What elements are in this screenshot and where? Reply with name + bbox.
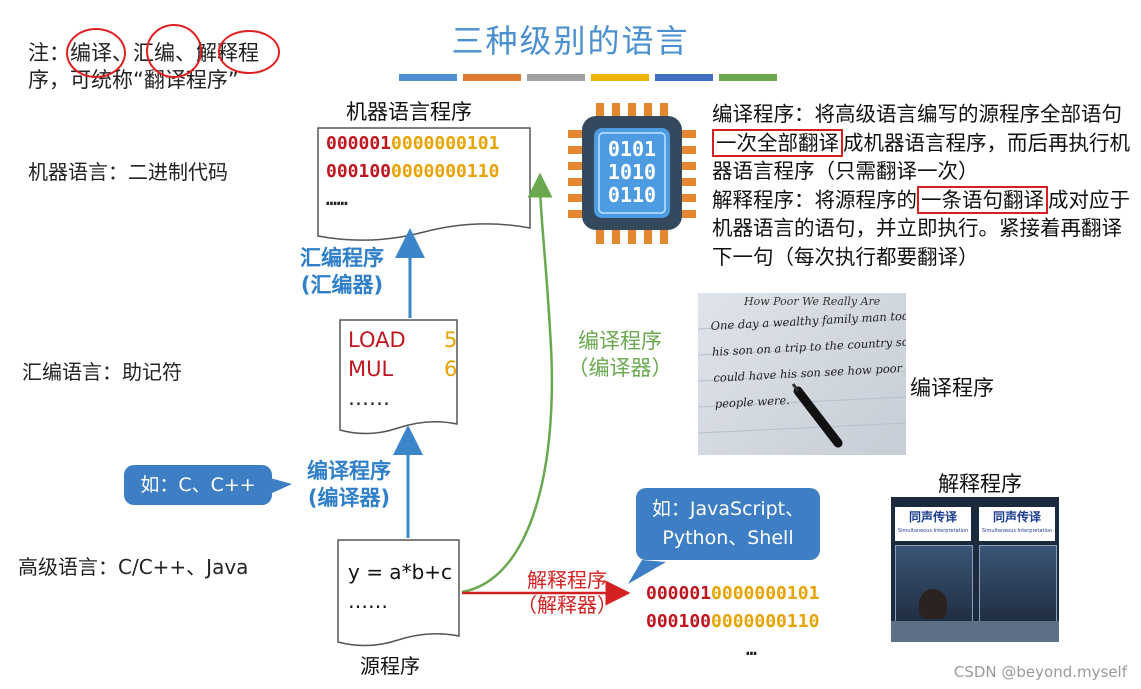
chip-digit-row: 0101 (607, 137, 657, 161)
chip-digit-row: 0110 (607, 183, 657, 207)
compile-desc-b: 成机器语言程序，而后再执行机器语言程序（只需翻译一次） (712, 130, 1130, 184)
handwritten-circle-1 (66, 28, 126, 78)
handwriting-title: How Poor We Really Are (744, 295, 881, 308)
note-line-2: 序，可统称“翻译程序” (28, 68, 239, 92)
interpreted-languages-bubble: 如：JavaScript、 Python、Shell (636, 488, 820, 560)
compiler-mid-label-line: 编译程序 (307, 459, 391, 483)
compiler-mid-label-line: (编译器) (307, 486, 391, 510)
interp-desc-a: 解释程序：将源程序的 (712, 187, 917, 212)
machine-program-content: 0000010000000101 0001000000000110 …… (326, 130, 499, 214)
color-bar-4 (591, 74, 649, 81)
chip-icon (568, 103, 696, 244)
binary-operand: 0000000110 (711, 611, 820, 632)
interpreter-label: 解释程序 （解释器） (514, 568, 620, 618)
page-title: 三种级别的语言 (451, 22, 690, 60)
booth-desk (891, 621, 1059, 642)
chip-digit-row: 1010 (607, 160, 657, 184)
booth-sign-sub: Simultaneous Interpretation (897, 528, 969, 534)
bubble-line: 如：JavaScript、 (651, 498, 805, 520)
compiler-green-label-line: （编译器） (567, 356, 673, 380)
interpreter-booth-photo: 同声传译 Simultaneous Interpretation 同声传译 Si… (891, 497, 1059, 642)
asm-operand: 6 (444, 357, 458, 381)
compile-description: 编译程序：将高级语言编写的源程序全部语句一次全部翻译成机器语言程序，而后再执行机… (712, 100, 1140, 186)
booth-sign-text: 同声传译 (908, 510, 957, 524)
interpreter-label-line: （解释器） (517, 593, 617, 617)
handwriting-lines (698, 318, 906, 448)
binary-opcode: 000001 (326, 133, 392, 154)
compiler-green-label-line: 编译程序 (578, 329, 662, 353)
asm-ellipsis: …… (348, 386, 390, 410)
asm-opcode: LOAD (348, 328, 406, 352)
interpreter-person (919, 589, 947, 619)
color-bar-6 (719, 74, 777, 81)
color-bar-1 (399, 74, 457, 81)
binary-operand: 0000000101 (711, 583, 820, 604)
assembly-language-label: 汇编语言：助记符 (22, 360, 182, 384)
binary-ellipsis: … (746, 639, 757, 660)
binary-opcode: 000001 (646, 583, 712, 604)
binary-opcode: 000100 (646, 611, 712, 632)
assembler-label-line: (汇编器) (300, 273, 384, 297)
source-program-content: y = a*b+c …… (348, 558, 452, 616)
compiler-photo-caption: 编译程序 (910, 376, 994, 400)
binary-operand: 0000000101 (391, 133, 500, 154)
interpret-description: 解释程序：将源程序的一条语句翻译成对应于机器语言的语句，并立即执行。紧接着再翻译… (712, 185, 1140, 272)
bubble-tail-js (628, 560, 666, 584)
handwritten-circle-3 (218, 30, 280, 74)
binary-operand: 0000000110 (391, 161, 500, 182)
asm-opcode: MUL (348, 357, 394, 381)
machine-language-label: 机器语言：二进制代码 (28, 160, 228, 184)
compiler-mid-label: 编译程序 (编译器) (294, 458, 404, 512)
asm-row: LOAD 5 (348, 326, 457, 355)
interp-highlight: 一条语句翻译 (917, 185, 1048, 214)
binary-row: 0000010000000101 (646, 580, 819, 608)
asm-row: MUL 6 (348, 355, 457, 384)
high-level-language-label: 高级语言：C/C++、Java (18, 555, 249, 579)
booth-sign-left: 同声传译 Simultaneous Interpretation (895, 507, 971, 541)
description: 编译程序：将高级语言编写的源程序全部语句一次全部翻译成机器语言程序，而后再执行机… (712, 100, 1140, 271)
booth-sign-text: 同声传译 (992, 510, 1041, 524)
binary-opcode: 000100 (326, 161, 392, 182)
compile-highlight: 一次全部翻译 (712, 128, 843, 157)
compiled-languages-bubble: 如：C、C++ (124, 465, 272, 505)
booth-sign-right: 同声传译 Simultaneous Interpretation (979, 507, 1055, 541)
assembler-label-line: 汇编程序 (300, 246, 384, 270)
color-bar-5 (655, 74, 713, 81)
binary-row: 0001000000000110 (326, 158, 499, 186)
source-program-caption: 源程序 (360, 654, 420, 678)
color-bar-2 (463, 74, 521, 81)
binary-ellipsis: …… (326, 189, 348, 210)
color-bar-3 (527, 74, 585, 81)
assembler-label: 汇编程序 (汇编器) (284, 245, 400, 299)
asm-operand: 5 (444, 328, 458, 352)
compiler-green-label: 编译程序 （编译器） (560, 328, 680, 382)
source-ellipsis: …… (348, 589, 388, 613)
booth-sign-sub: Simultaneous Interpretation (981, 528, 1053, 534)
machine-program-title: 机器语言程序 (346, 100, 472, 124)
watermark: CSDN @beyond.myself (953, 663, 1127, 681)
source-program-doc (337, 539, 460, 647)
binary-row: 0000010000000101 (326, 130, 499, 158)
interp-desc-b: 成对应于机器语言的语句，并立即执行。紧接着再翻译下一句（每次执行都要翻译） (712, 187, 1130, 269)
handwriting-text: One day a wealthy family man took his so… (710, 301, 906, 417)
bubble-tail-c (270, 478, 292, 494)
chip-digits: 0101 1010 0110 (598, 138, 666, 207)
interpreter-label-line: 解释程序 (527, 568, 607, 592)
interpreter-photo-caption: 解释程序 (938, 472, 1022, 496)
bubble-line: Python、Shell (662, 527, 794, 549)
arrow-source-to-machine (461, 172, 554, 594)
handwriting-photo: How Poor We Really Are One day a wealthy… (698, 293, 906, 455)
handwritten-circle-2 (146, 24, 202, 78)
source-code: y = a*b+c (348, 560, 453, 584)
compile-desc-a: 编译程序：将高级语言编写的源程序全部语句 (712, 102, 1122, 126)
assembly-program-content: LOAD 5 MUL 6 …… (348, 326, 457, 413)
interpreter-output: 0000010000000101 0001000000000110 … (646, 580, 819, 664)
binary-row: 0001000000000110 (646, 608, 819, 636)
